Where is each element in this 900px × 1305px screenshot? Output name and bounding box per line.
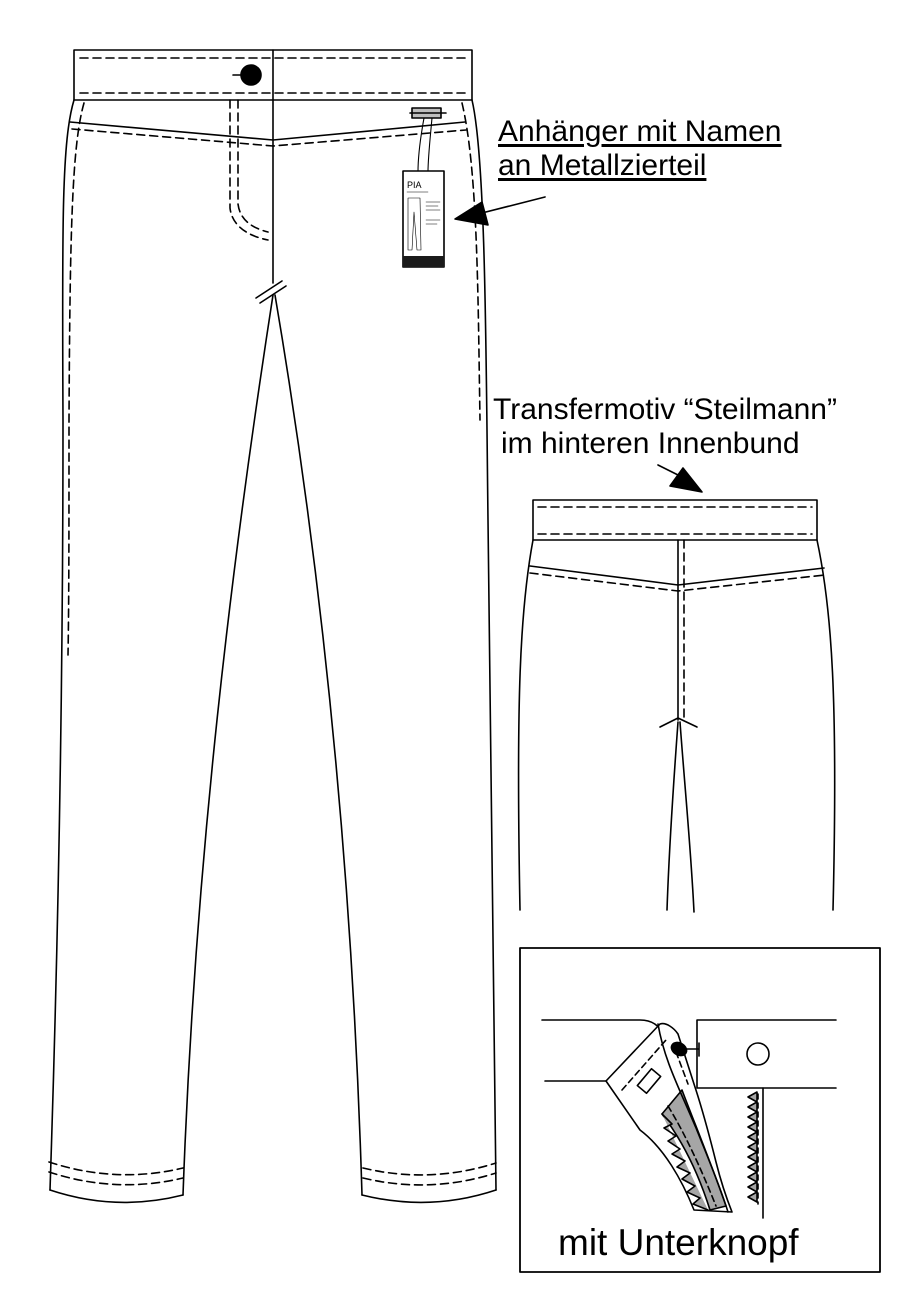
back-right-inseam bbox=[679, 721, 695, 913]
transfer-motif-pointer-arrow bbox=[657, 464, 703, 493]
front-fly-topstitch-inner bbox=[237, 99, 269, 233]
hang-tag-pointer-arrow bbox=[454, 196, 546, 226]
back-crotch-mark bbox=[659, 717, 698, 728]
hang-tag-annotation-line1: Anhänger mit Namen bbox=[498, 115, 782, 148]
detail-flap-topstitch bbox=[621, 1039, 689, 1091]
transfer-motif-annotation: Transfermotiv “Steilmann” im hinteren In… bbox=[493, 393, 837, 460]
button-icon bbox=[240, 64, 262, 86]
front-yoke-line bbox=[69, 121, 466, 141]
hang-tag-metal-ornament bbox=[409, 107, 447, 119]
front-left-inseam bbox=[182, 294, 274, 1196]
front-yoke-topstitch bbox=[71, 128, 467, 147]
arrow-head-icon bbox=[669, 467, 703, 493]
detail-under-button bbox=[670, 1041, 700, 1057]
back-waistband bbox=[532, 499, 818, 541]
under-button-pin bbox=[685, 1042, 700, 1057]
front-button bbox=[232, 64, 262, 86]
detail-flap-slot bbox=[636, 1067, 662, 1095]
front-waistband-topstitch bbox=[79, 57, 467, 94]
back-view-trousers bbox=[517, 464, 836, 913]
hang-tag-annotation: Anhänger mit Namen an Metallzierteil bbox=[498, 115, 781, 182]
hang-tag-card-sketch bbox=[407, 197, 422, 251]
detail-right-waistband bbox=[696, 1019, 837, 1089]
front-left-hem-stitch bbox=[48, 1161, 184, 1186]
front-right-inseam bbox=[274, 294, 363, 1196]
front-right-hem bbox=[361, 1189, 497, 1204]
back-right-outer-seam bbox=[816, 539, 836, 911]
fly-detail-inset bbox=[519, 947, 881, 1273]
under-button-icon bbox=[670, 1041, 688, 1057]
front-left-hem bbox=[49, 1189, 184, 1204]
front-right-side-stitch bbox=[461, 102, 481, 421]
detail-zipper-teeth-right bbox=[747, 1091, 758, 1203]
front-left-side-stitch bbox=[67, 102, 85, 656]
detail-zipper-teeth-left bbox=[661, 1113, 709, 1211]
detail-zipper-stitch-left bbox=[667, 1105, 717, 1207]
back-left-outer-seam bbox=[517, 539, 534, 911]
detail-buttonhole-icon bbox=[746, 1042, 770, 1066]
transfer-motif-annotation-line2: im hinteren Innenbund bbox=[501, 426, 800, 460]
front-left-outer-seam bbox=[49, 99, 75, 1191]
hang-tag-annotation-line2: an Metallzierteil bbox=[498, 148, 707, 182]
hang-tag-brand: PIA bbox=[407, 180, 422, 190]
detail-caption: mit Unterknopf bbox=[558, 1222, 799, 1263]
front-fly-topstitch bbox=[229, 99, 269, 241]
front-crotch-mark bbox=[255, 280, 287, 304]
transfer-motif-annotation-line1: Transfermotiv “Steilmann” bbox=[493, 393, 837, 426]
back-waistband-topstitch bbox=[537, 506, 813, 535]
detail-fly-fold-line bbox=[657, 1023, 729, 1213]
hang-tag: PIA bbox=[402, 107, 447, 268]
front-right-hem-stitch bbox=[362, 1162, 497, 1186]
hang-tag-string bbox=[417, 117, 433, 173]
front-view-trousers: PIA bbox=[48, 49, 546, 1204]
back-left-inseam bbox=[666, 721, 679, 911]
hang-tag-card-text-lines bbox=[406, 191, 441, 225]
arrow-head-icon bbox=[454, 201, 489, 226]
detail-frame bbox=[519, 947, 881, 1273]
front-right-outer-seam bbox=[471, 99, 497, 1191]
hang-tag-card bbox=[402, 170, 445, 268]
back-yoke-line bbox=[529, 565, 825, 586]
hang-tag-card-footer bbox=[403, 256, 444, 267]
